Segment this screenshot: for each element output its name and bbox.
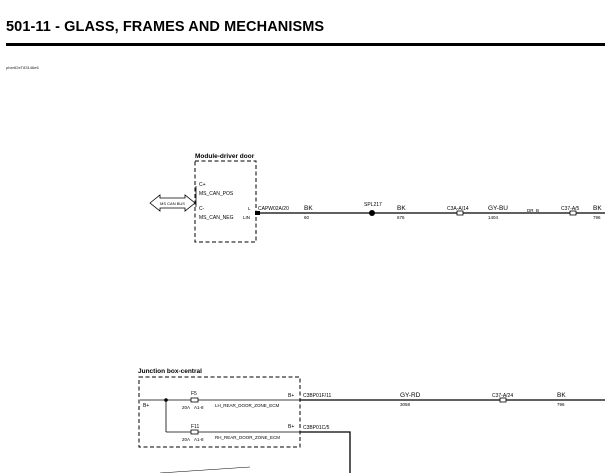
fuse-f5: F5 xyxy=(191,391,197,397)
wire-color-bk-4: BK xyxy=(557,392,566,399)
junction-box xyxy=(138,376,301,448)
fuse-2-pin: A1-8 xyxy=(194,437,204,442)
connector-c37-24-icon xyxy=(499,397,507,403)
partial-line xyxy=(159,466,251,473)
circuit-60: 60 xyxy=(304,215,310,220)
signal-lh-rear-door: LH_REAR_DOOR_ZONE_ECM xyxy=(215,403,280,408)
signal-ms-can-neg: MS_CAN_NEG xyxy=(199,215,234,221)
power-wire-2 xyxy=(300,431,351,473)
can-bus-label: MS CAN BUS xyxy=(160,201,185,206)
connector-c37-a24: C37-A/24 xyxy=(492,393,513,399)
circuit-796-2: 796 xyxy=(557,402,565,407)
wire-color-bk-3: BK xyxy=(593,205,602,212)
pin-c-minus: C- xyxy=(199,206,205,212)
wire-color-gy-bu: GY-BU xyxy=(488,205,508,212)
connector-c37-icon xyxy=(569,210,577,216)
pin-c-plus: C+ xyxy=(199,182,206,188)
title-divider xyxy=(6,43,605,46)
pin-l: L xyxy=(248,206,251,211)
connector-mark-icon xyxy=(255,211,260,215)
connector-c37-a5: C37-A/5 xyxy=(561,206,580,212)
connector-capw02a-20: CAPW02A/20 xyxy=(258,206,289,212)
wire-color-bk-1: BK xyxy=(304,205,313,212)
fuse-2-icon xyxy=(190,429,199,435)
junction-box-title: Junction box-central xyxy=(138,368,202,375)
connector-c3a-a14: C3A-A/14 xyxy=(447,206,469,212)
can-bus-arrow-icon xyxy=(149,194,196,212)
connector-c3bp01c-5: C3BP01C/5 xyxy=(303,425,330,431)
circuit-1404: 1404 xyxy=(488,215,499,220)
circuit-676: 676 xyxy=(397,215,405,220)
signal-rh-rear-door: RH_REAR_DOOR_ZONE_ECM xyxy=(215,435,280,440)
pin-lin: LIN xyxy=(243,215,250,220)
reference-code: pher62eT83146e6 xyxy=(6,65,39,70)
connector-c3bp01f-11: C3BP01F/11 xyxy=(303,393,331,399)
bplus-2: B+ xyxy=(288,424,294,430)
module-title: Module-driver door xyxy=(195,153,255,160)
bplus-left: B+ xyxy=(143,403,149,409)
signal-ms-can-pos: MS_CAN_POS xyxy=(199,191,234,197)
wire-color-gy-rd: GY-RD xyxy=(400,392,421,399)
fuse-1-icon xyxy=(190,397,199,403)
circuit-3058: 3058 xyxy=(400,402,411,407)
fuse-2-rating: 20A xyxy=(182,437,190,442)
wire-color-bk-2: BK xyxy=(397,205,406,212)
fuse-f11: F11 xyxy=(191,424,199,430)
fuse-1-pin: A1-8 xyxy=(194,405,204,410)
fuse-1-rating: 20A xyxy=(182,405,190,410)
dr-b-label: DR_B xyxy=(527,208,539,213)
page-title: 501-11 - GLASS, FRAMES AND MECHANISMS xyxy=(6,19,325,35)
module-box xyxy=(194,160,257,243)
circuit-796: 796 xyxy=(593,215,601,220)
connector-c3a-icon xyxy=(456,210,464,216)
bplus-1: B+ xyxy=(288,393,294,399)
splice-dot-icon xyxy=(369,210,375,216)
splice-spl217: SPL217 xyxy=(364,202,382,208)
